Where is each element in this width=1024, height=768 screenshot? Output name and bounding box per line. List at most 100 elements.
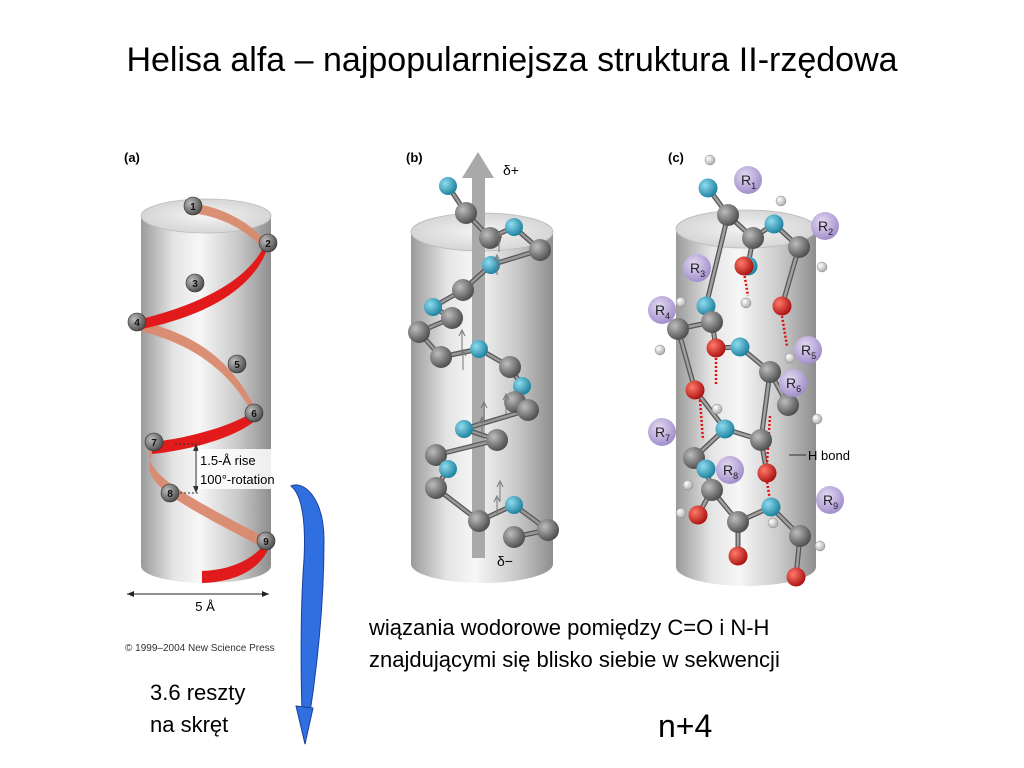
hydrogen-atom — [814, 540, 826, 552]
residue-marker: 9 — [256, 531, 276, 551]
svg-text:4: 4 — [134, 318, 140, 329]
hydrogen-atom — [816, 261, 828, 273]
hydrogen-atom — [654, 344, 666, 356]
residues-per-turn-line1: 3.6 reszty — [150, 680, 246, 705]
carbon-atom — [759, 361, 781, 383]
svg-text:R3: R3 — [690, 260, 705, 279]
r-group: R2 — [811, 212, 839, 240]
nitrogen-atom — [696, 296, 716, 316]
carbon-atom — [789, 525, 811, 547]
svg-text:6: 6 — [251, 409, 257, 420]
panel-b-label: (b) — [406, 150, 423, 165]
nitrogen-atom — [439, 460, 457, 478]
rise-label: 1.5-Å rise — [200, 453, 256, 468]
oxygen-atom — [757, 463, 777, 483]
carbon-atom — [499, 356, 521, 378]
oxygen-atom — [728, 546, 748, 566]
nitrogen-atom — [513, 377, 531, 395]
hydrogen-atom — [675, 507, 687, 519]
svg-text:3: 3 — [192, 279, 198, 290]
svg-text:1: 1 — [190, 202, 196, 213]
dipole-arrow-head — [462, 152, 494, 178]
r-group: R3 — [683, 254, 711, 282]
oxygen-atom — [772, 296, 792, 316]
r-group: R1 — [734, 166, 762, 194]
carbon-atom — [441, 307, 463, 329]
hbond-caption-line1: wiązania wodorowe pomiędzy C=O i N-H — [369, 615, 770, 640]
nitrogen-atom — [764, 214, 784, 234]
backbone-model-b — [408, 177, 559, 548]
carbon-atom — [455, 202, 477, 224]
oxygen-atom — [688, 505, 708, 525]
page-title: Helisa alfa – najpopularniejsza struktur… — [126, 41, 898, 79]
r-group: R5 — [794, 336, 822, 364]
svg-text:R2: R2 — [818, 218, 833, 237]
nitrogen-atom — [715, 419, 735, 439]
carbon-atom — [479, 227, 501, 249]
carbon-atom — [430, 346, 452, 368]
cylinder-bottom-c — [676, 548, 816, 586]
svg-text:R5: R5 — [801, 342, 816, 361]
hydrogen-bond — [698, 399, 705, 441]
oxygen-atom — [685, 380, 705, 400]
svg-text:9: 9 — [263, 537, 269, 548]
svg-text:R8: R8 — [723, 462, 738, 481]
panel-c-label: (c) — [668, 150, 684, 165]
hydrogen-atom — [784, 352, 796, 364]
svg-text:R6: R6 — [786, 375, 801, 394]
carbon-atom — [717, 204, 739, 226]
svg-text:8: 8 — [167, 489, 173, 500]
residue-marker: 2 — [258, 233, 278, 253]
hydrogen-atom — [682, 479, 694, 491]
svg-text:R1: R1 — [741, 172, 756, 191]
hydrogen-bond — [742, 271, 750, 297]
residue-marker: 4 — [127, 312, 147, 332]
r-group: R7 — [648, 418, 676, 446]
helix-ribbon-front — [137, 242, 268, 583]
nitrogen-atom — [505, 496, 523, 514]
carbon-atom — [727, 511, 749, 533]
cylinder-bottom-b — [411, 545, 553, 583]
dipole-minus: δ− — [497, 553, 513, 569]
carbon-atom — [701, 479, 723, 501]
nitrogen-atom — [455, 420, 473, 438]
hydrogen-bond — [780, 315, 789, 347]
hydrogen-atom — [775, 195, 787, 207]
hydrogen-atom — [767, 517, 779, 529]
residue-markers: 1 2 3 4 5 6 7 8 9 — [127, 196, 278, 551]
nitrogen-atom — [482, 256, 500, 274]
r-group: R8 — [716, 456, 744, 484]
hydrogen-bond — [765, 481, 772, 501]
carbon-atom — [667, 318, 689, 340]
copyright-note: © 1999–2004 New Science Press — [125, 643, 275, 654]
residue-marker: 5 — [227, 354, 247, 374]
hbond-label: H bond — [808, 448, 850, 463]
nitrogen-atom — [761, 497, 781, 517]
carbon-atom — [425, 477, 447, 499]
carbon-atom — [701, 311, 723, 333]
nitrogen-atom — [698, 178, 718, 198]
r-group: R9 — [816, 486, 844, 514]
residue-marker: 7 — [144, 432, 164, 452]
hydrogen-atom — [711, 403, 723, 415]
nitrogen-atom — [470, 340, 488, 358]
diameter-label: 5 Å — [195, 599, 215, 614]
carbon-atom — [537, 519, 559, 541]
residue-marker: 3 — [185, 273, 205, 293]
nitrogen-atom — [505, 218, 523, 236]
hbond-caption: wiązania wodorowe pomiędzy C=O i N-H zna… — [369, 612, 780, 676]
carbon-atom — [742, 227, 764, 249]
dipole-plus: δ+ — [503, 162, 519, 178]
n-plus-4-label: n+4 — [658, 708, 713, 744]
carbon-atom — [486, 429, 508, 451]
oxygen-atom — [786, 567, 806, 587]
carbon-atom — [788, 236, 810, 258]
nitrogen-atom — [424, 298, 442, 316]
hydrogen-atom — [704, 154, 716, 166]
turn-arrow — [290, 484, 325, 745]
svg-text:5: 5 — [234, 360, 240, 371]
